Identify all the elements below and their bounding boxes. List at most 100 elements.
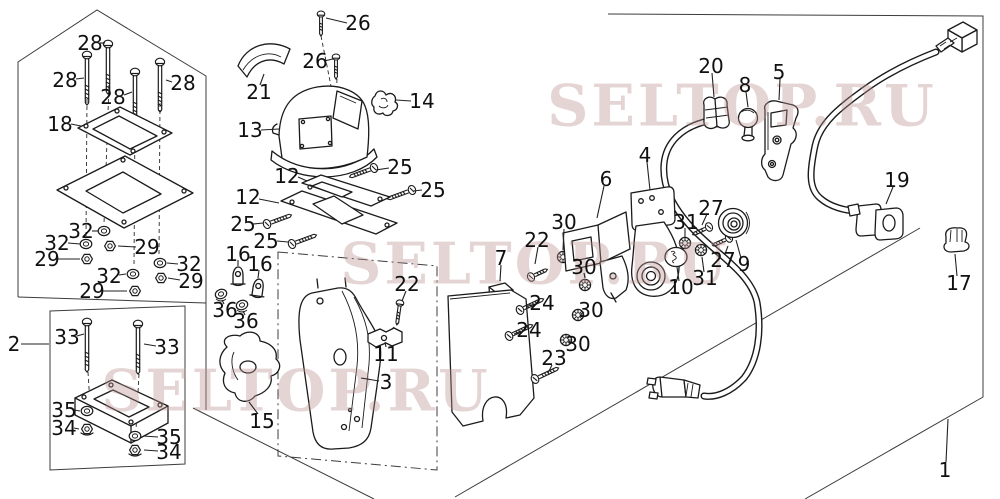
leader-line-17 [954, 253, 958, 277]
callout-19: 19 [884, 168, 909, 192]
part-clip-14 [371, 90, 399, 117]
part-bracket-12 [280, 174, 398, 235]
group-parts [56, 10, 978, 457]
part-bracket-11 [367, 327, 403, 348]
leader-line-32 [67, 242, 81, 245]
callout-16: 16 [225, 242, 250, 266]
part-nut-34 [80, 423, 142, 457]
leader-line-16 [257, 269, 260, 279]
watermark-text: SELTOP.RU [101, 358, 490, 425]
part-cap-17 [943, 227, 970, 253]
callout-22: 22 [524, 228, 549, 252]
leader-line-31 [701, 256, 705, 273]
callout-3: 3 [380, 370, 393, 394]
callout-25: 25 [253, 229, 278, 253]
callout-26: 26 [302, 49, 327, 73]
part-switch-plug [646, 376, 701, 400]
callout-32: 32 [68, 219, 93, 243]
callout-13: 13 [237, 118, 262, 142]
leader-line-33 [143, 343, 157, 347]
part-post-16 [230, 266, 265, 299]
callout-22: 22 [394, 272, 419, 296]
callout-25: 25 [420, 178, 445, 202]
leader-line-35 [73, 409, 81, 412]
part-connector-20 [703, 96, 730, 130]
callout-27: 27 [698, 196, 723, 220]
callout-29: 29 [134, 235, 159, 259]
callout-36: 36 [212, 298, 237, 322]
leader-line-5 [778, 78, 781, 101]
callout-25: 25 [387, 155, 412, 179]
leader-line-10 [676, 266, 680, 282]
part-lockout-plate [447, 289, 535, 427]
leader-line-28 [123, 91, 133, 96]
callout-10: 10 [668, 275, 693, 299]
callout-36: 36 [233, 309, 258, 333]
part-grommet-36 [213, 287, 250, 313]
callout-28: 28 [77, 31, 102, 55]
frame-lower-left-diagonal [192, 407, 375, 499]
leader-line-30 [567, 340, 572, 343]
frame-housing-box [277, 251, 438, 471]
callout-9: 9 [738, 252, 751, 276]
callout-27: 27 [710, 248, 735, 272]
leader-line-22 [534, 246, 539, 265]
callout-28: 28 [100, 85, 125, 109]
leader-line-8 [745, 91, 749, 108]
callout-12: 12 [235, 185, 260, 209]
callout-5: 5 [773, 60, 786, 84]
frame-left-box-bottom [17, 296, 207, 304]
leader-line-3 [360, 377, 380, 382]
leader-line-4 [646, 161, 651, 191]
callout-18: 18 [47, 112, 72, 136]
callout-33: 33 [54, 325, 79, 349]
callout-35: 35 [51, 398, 76, 422]
leader-line-21 [259, 73, 265, 86]
callout-11: 11 [373, 342, 398, 366]
callout-12: 12 [274, 164, 299, 188]
leader-line-19 [885, 186, 894, 205]
leader-line-28 [75, 77, 85, 80]
part-harness-connector-top [935, 21, 978, 53]
leader-line-26 [323, 58, 334, 62]
frame-left-box [17, 9, 207, 410]
watermark-text: SELTOP.RU [547, 73, 936, 140]
leader-line-9 [735, 239, 742, 259]
leader-line-25 [252, 222, 264, 225]
leader-line-26 [325, 17, 348, 24]
callout-32: 32 [96, 264, 121, 288]
callout-23: 23 [541, 346, 566, 370]
part-bracket-5 [760, 100, 799, 182]
leader-line-24 [527, 303, 536, 307]
callout-28: 28 [52, 68, 77, 92]
callout-31: 31 [692, 266, 717, 290]
part-cap-10 [664, 246, 688, 268]
callout-24: 24 [529, 291, 554, 315]
callout-6: 6 [600, 167, 613, 191]
leader-line-12 [297, 176, 308, 182]
callout-26: 26 [345, 11, 370, 35]
callout-17: 17 [946, 271, 971, 295]
leader-line-13 [260, 128, 280, 131]
callout-21: 21 [246, 80, 271, 104]
part-plate-18 [77, 106, 173, 156]
part-gasket [56, 155, 194, 229]
callout-30: 30 [578, 298, 603, 322]
leader-line-35 [142, 435, 159, 438]
part-cover-13 [270, 85, 378, 178]
callout-16: 16 [247, 252, 272, 276]
leader-line-34 [73, 427, 80, 430]
leader-line-1 [945, 418, 949, 463]
leader-line-6 [596, 185, 605, 219]
part-strip-21 [237, 43, 291, 78]
callout-32: 32 [44, 231, 69, 255]
part-grip-6 [562, 211, 631, 303]
leader-line-22 [401, 290, 407, 302]
part-retainer-15 [219, 331, 281, 402]
leader-line-25 [276, 240, 289, 243]
leader-line-18 [70, 123, 82, 127]
part-connector-19 [847, 203, 904, 241]
leader-line-7 [499, 264, 502, 282]
